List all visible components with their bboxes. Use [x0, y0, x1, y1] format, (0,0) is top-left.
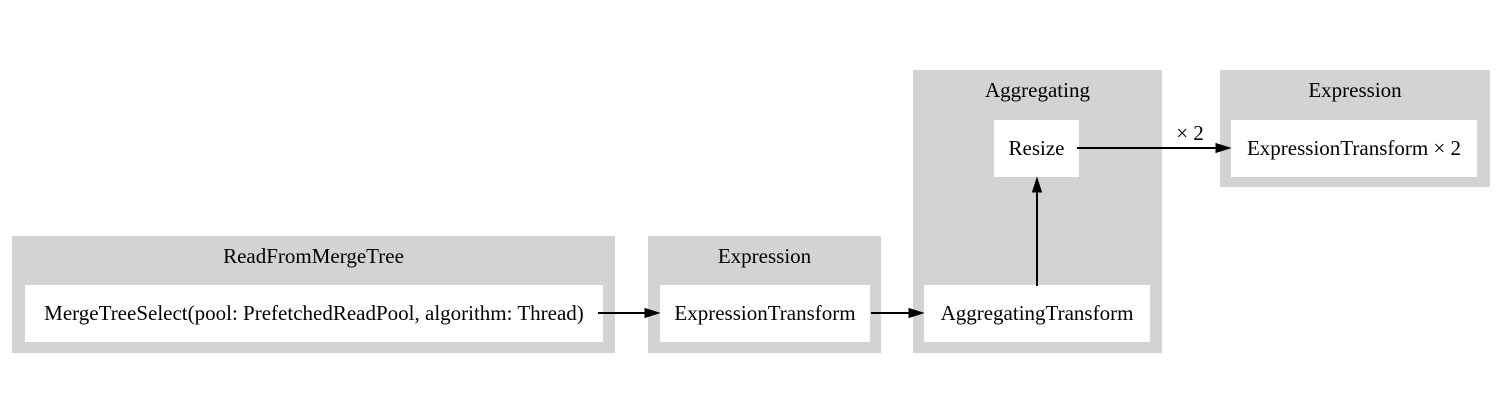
node-resize: Resize [994, 120, 1079, 177]
node-merge-tree-select: MergeTreeSelect(pool: PrefetchedReadPool… [25, 285, 603, 342]
node-aggregating-transform: AggregatingTransform [924, 285, 1150, 342]
node-expression-transform-1: ExpressionTransform [660, 285, 870, 342]
edge-label-x2: × 2 [1176, 121, 1204, 145]
cluster-title-expression-1: Expression [717, 244, 812, 268]
cluster-title-expression-2: Expression [1308, 78, 1402, 102]
cluster-title-read-from-merge-tree: ReadFromMergeTree [223, 244, 404, 268]
cluster-title-aggregating: Aggregating [985, 78, 1090, 102]
node-expression-transform-x2: ExpressionTransform × 2 [1231, 120, 1477, 177]
